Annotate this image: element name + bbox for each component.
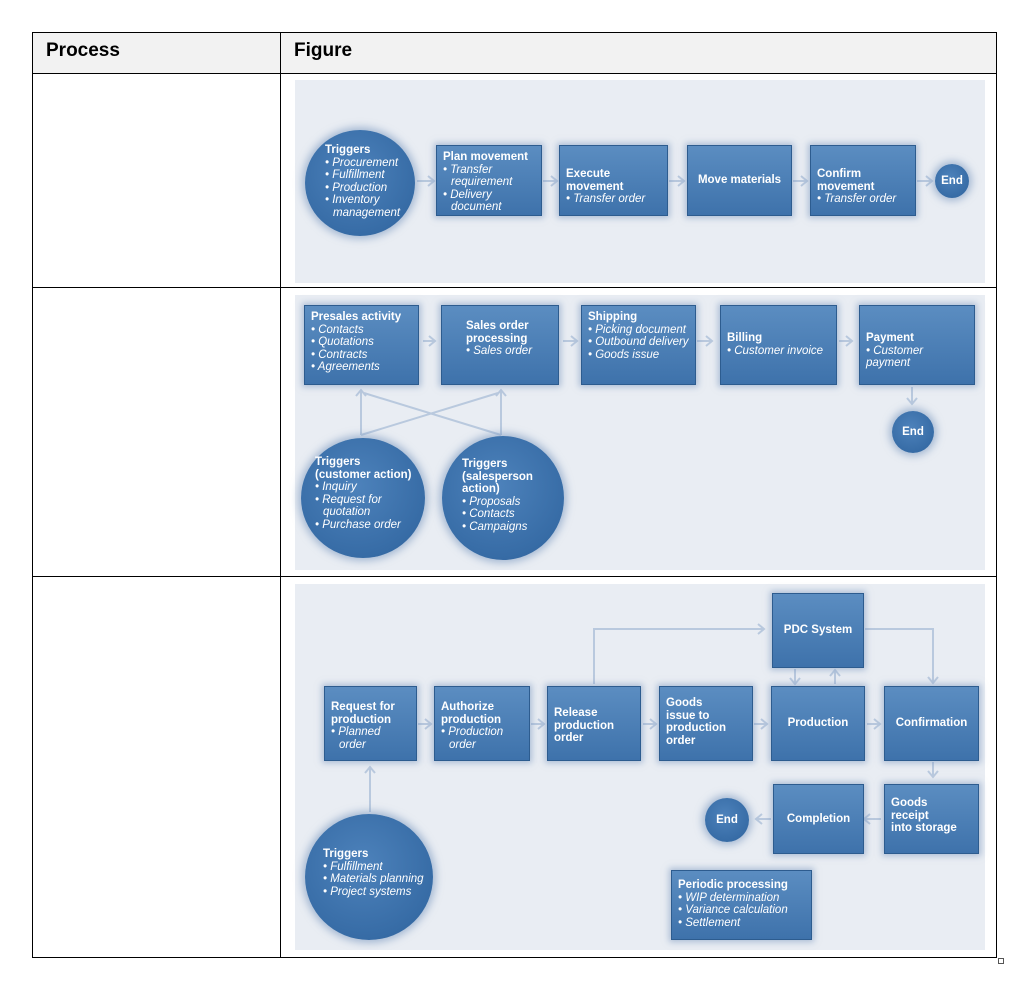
shipping-box: Shipping • Picking document • Outbound d…	[581, 305, 696, 385]
end-of-cell-marker	[998, 958, 1004, 964]
process-table: Process Figure	[32, 32, 997, 958]
end-circle: End	[892, 411, 934, 453]
payment-box: Payment • Customer payment	[859, 305, 975, 385]
sales-order-processing-box: Sales order processing • Sales order	[441, 305, 559, 385]
figure-warehouse-process: Triggers • Procurement • Fulfillment • P…	[295, 80, 985, 283]
trigger-item: • Production	[325, 181, 388, 194]
confirmation-box: Confirmation	[884, 686, 979, 761]
header-process: Process	[46, 40, 120, 61]
trigger-item: • Fulfillment	[325, 169, 385, 181]
triggers-circle: Triggers • Procurement • Fulfillment • P…	[305, 130, 415, 236]
trigger-item: • Inventory	[325, 194, 380, 206]
flow-arrows	[364, 623, 939, 825]
goods-issue-box: Goods issue to production order	[659, 686, 753, 761]
figure-production-process: Request for production • Planned order A…	[295, 584, 985, 950]
presales-activity-box: Presales activity • Contacts • Quotation…	[304, 305, 419, 385]
goods-receipt-box: Goods receipt into storage	[884, 784, 979, 854]
move-materials-box: Move materials	[687, 145, 792, 216]
confirm-movement-box: Confirm movement • Transfer order	[810, 145, 916, 216]
trigger-item: management	[333, 206, 401, 219]
trigger-item: • Procurement	[325, 156, 399, 169]
billing-box: Billing • Customer invoice	[720, 305, 837, 385]
production-box: Production	[771, 686, 865, 761]
completion-box: Completion	[773, 784, 864, 854]
header-figure: Figure	[294, 40, 353, 61]
pdc-system-box: PDC System	[772, 593, 864, 668]
periodic-processing-box: Periodic processing • WIP determination …	[671, 870, 812, 940]
release-production-order-box: Release production order	[547, 686, 641, 761]
triggers-title: Triggers	[325, 144, 371, 156]
table-header-row	[33, 33, 996, 73]
triggers-circle: Triggers • Fulfillment • Materials plann…	[305, 814, 433, 940]
flow-arrows	[355, 335, 918, 436]
end-circle: End	[705, 798, 749, 842]
request-for-production-box: Request for production • Planned order	[324, 686, 417, 761]
flow-arrows	[417, 175, 934, 187]
triggers-salesperson-circle: Triggers (salesperson action) • Proposal…	[442, 436, 564, 560]
authorize-production-box: Authorize production • Production order	[434, 686, 530, 761]
figure-sales-process: Presales activity • Contacts • Quotation…	[295, 295, 985, 570]
triggers-customer-circle: Triggers (customer action) • Inquiry • R…	[301, 438, 425, 558]
plan-movement-box: Plan movement • Transfer requirement • D…	[436, 145, 542, 216]
end-circle: End	[935, 164, 969, 198]
execute-movement-box: Execute movement • Transfer order	[559, 145, 668, 216]
